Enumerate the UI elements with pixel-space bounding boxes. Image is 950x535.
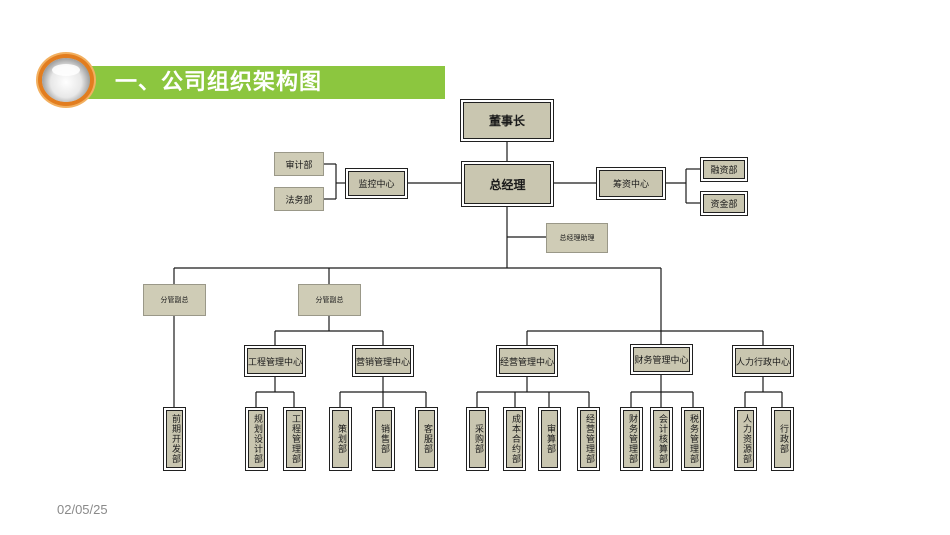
- node-operation-center: 经营管理中心: [496, 345, 558, 377]
- node-cost-contract-dept: 成本合约部: [503, 407, 526, 471]
- node-sales-dept: 销售部: [372, 407, 395, 471]
- node-early-dev-dept: 前期开发部: [163, 407, 186, 471]
- node-customer-service-dept: 客服部: [415, 407, 438, 471]
- node-marketing-center: 营销管理中心: [352, 345, 414, 377]
- node-operation-mgmt-dept: 经营管理部: [577, 407, 600, 471]
- node-gm-assistant: 总经理助理: [546, 223, 608, 253]
- node-engineering-center: 工程管理中心: [244, 345, 306, 377]
- node-tax-mgmt-dept: 税务管理部: [681, 407, 704, 471]
- node-accounting-dept: 会计核算部: [650, 407, 673, 471]
- node-hr-admin-center: 人力行政中心: [732, 345, 794, 377]
- sphere-highlight: [52, 64, 80, 76]
- node-purchasing-dept: 采购部: [466, 407, 489, 471]
- node-planning-design-dept: 规划设计部: [245, 407, 268, 471]
- node-audit-dept: 审计部: [274, 152, 324, 176]
- title-banner: [80, 66, 445, 99]
- node-engineering-mgmt-dept: 工程管理部: [283, 407, 306, 471]
- node-finance-mgmt-dept: 财务管理部: [620, 407, 643, 471]
- node-fundraising-center: 筹资中心: [596, 167, 666, 200]
- node-funds-dept: 资金部: [700, 191, 748, 216]
- node-chairman: 董事长: [460, 99, 554, 142]
- node-monitor-center: 监控中心: [345, 168, 408, 199]
- node-vice-president-1: 分管副总: [143, 284, 206, 316]
- node-financing-dept: 融资部: [700, 157, 748, 182]
- slide-date: 02/05/25: [57, 502, 108, 517]
- node-hr-dept: 人力资源部: [734, 407, 757, 471]
- page-title: 一、公司组织架构图: [115, 70, 323, 95]
- node-finance-center: 财务管理中心: [630, 344, 693, 375]
- node-admin-dept: 行政部: [771, 407, 794, 471]
- node-budget-dept: 审算部: [538, 407, 561, 471]
- node-general-manager: 总经理: [461, 161, 554, 207]
- node-planning-dept: 策划部: [329, 407, 352, 471]
- node-legal-dept: 法务部: [274, 187, 324, 211]
- node-vice-president-2: 分管副总: [298, 284, 361, 316]
